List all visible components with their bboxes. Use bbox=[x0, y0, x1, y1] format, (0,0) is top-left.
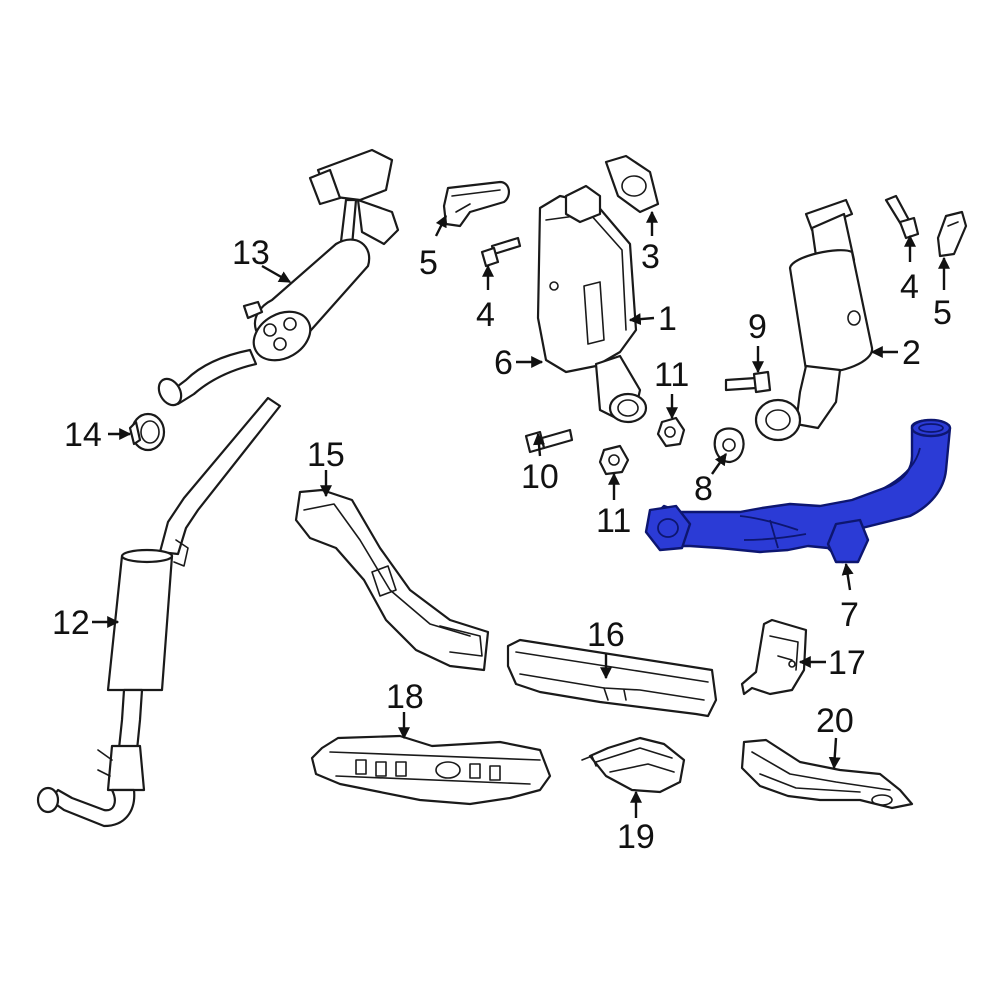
part-heat-shield-right[interactable] bbox=[936, 210, 968, 258]
part-heat-shield-15[interactable] bbox=[294, 488, 490, 672]
callout-leaders bbox=[92, 210, 950, 818]
part-intermediate-pipe[interactable] bbox=[36, 396, 282, 828]
part-bracket-17[interactable] bbox=[740, 618, 808, 696]
callout-6: 6 bbox=[494, 344, 513, 382]
part-stud-bolt-right[interactable] bbox=[884, 194, 920, 240]
part-rear-muffler[interactable] bbox=[154, 148, 400, 409]
callout-4: 4 bbox=[900, 268, 919, 306]
callout-12: 12 bbox=[52, 604, 90, 642]
callout-11: 11 bbox=[596, 502, 631, 540]
part-catalytic-converter-left[interactable] bbox=[536, 184, 648, 424]
callout-8: 8 bbox=[694, 470, 713, 508]
callout-15: 15 bbox=[307, 436, 345, 474]
callout-9: 9 bbox=[748, 308, 767, 346]
callout-labels: 1 2 3 4 4 5 5 6 7 8 9 10 11 11 12 13 14 … bbox=[52, 234, 952, 856]
part-heat-shield-18[interactable] bbox=[310, 734, 552, 806]
part-bolt-9[interactable] bbox=[724, 370, 772, 394]
part-gasket-upper[interactable] bbox=[604, 154, 660, 214]
callout-4: 4 bbox=[476, 296, 495, 334]
part-heat-shield-19[interactable] bbox=[581, 736, 686, 794]
part-stud-bolt-left[interactable] bbox=[480, 236, 522, 268]
callout-16: 16 bbox=[587, 616, 625, 654]
part-catalytic-converter-right[interactable] bbox=[754, 198, 874, 442]
part-nut-upper[interactable] bbox=[656, 416, 686, 448]
callout-5: 5 bbox=[933, 294, 952, 332]
callout-18: 18 bbox=[386, 678, 424, 716]
callout-20: 20 bbox=[816, 702, 854, 740]
part-clamp[interactable] bbox=[128, 412, 166, 452]
callout-5: 5 bbox=[419, 244, 438, 282]
callout-13: 13 bbox=[232, 234, 270, 272]
callout-11: 11 bbox=[654, 356, 689, 394]
callout-19: 19 bbox=[617, 818, 655, 856]
part-bolt-10[interactable] bbox=[524, 428, 574, 454]
callout-10: 10 bbox=[521, 458, 559, 496]
callout-14: 14 bbox=[64, 416, 102, 454]
part-gasket-8[interactable] bbox=[713, 427, 745, 464]
callout-2: 2 bbox=[902, 334, 921, 372]
callout-1: 1 bbox=[658, 300, 677, 338]
part-heat-shield-left[interactable] bbox=[442, 180, 510, 228]
callout-17: 17 bbox=[828, 644, 866, 682]
part-heat-shield-16[interactable] bbox=[506, 638, 718, 718]
part-heat-shield-20[interactable] bbox=[740, 738, 914, 810]
callout-3: 3 bbox=[641, 238, 660, 276]
part-nut-lower[interactable] bbox=[598, 444, 630, 476]
part-front-exhaust-pipe-highlighted[interactable] bbox=[644, 418, 952, 564]
callout-7: 7 bbox=[840, 596, 859, 634]
